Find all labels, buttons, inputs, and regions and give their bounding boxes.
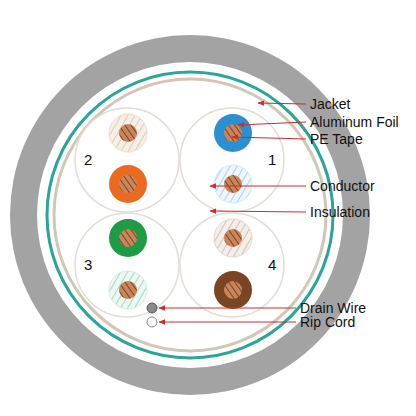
jacket bbox=[10, 35, 370, 395]
part-label: Drain Wire bbox=[300, 300, 366, 316]
drain-wire bbox=[147, 303, 157, 313]
wire-pair-3 bbox=[109, 219, 147, 309]
leader-lines bbox=[159, 103, 306, 322]
part-label: Jacket bbox=[310, 96, 350, 112]
part-label: PE Tape bbox=[310, 131, 363, 147]
pe-tape bbox=[54, 79, 326, 351]
part-label: Aluminum Foil bbox=[310, 114, 399, 130]
aluminum-foil bbox=[47, 72, 333, 358]
part-label: Insulation bbox=[310, 204, 370, 220]
pair-number: 1 bbox=[268, 152, 276, 168]
pair-number: 4 bbox=[268, 257, 276, 273]
jacket-inner bbox=[37, 62, 343, 368]
wire-pair-1 bbox=[214, 114, 252, 203]
rip-cord bbox=[147, 317, 157, 327]
wire-pair-4 bbox=[214, 219, 252, 309]
pair-number: 3 bbox=[84, 257, 92, 273]
part-label: Rip Cord bbox=[300, 314, 355, 330]
wire-pair-2 bbox=[109, 114, 147, 203]
part-label: Conductor bbox=[310, 178, 375, 194]
pair-outlines bbox=[75, 108, 284, 317]
pair-number: 2 bbox=[84, 152, 92, 168]
